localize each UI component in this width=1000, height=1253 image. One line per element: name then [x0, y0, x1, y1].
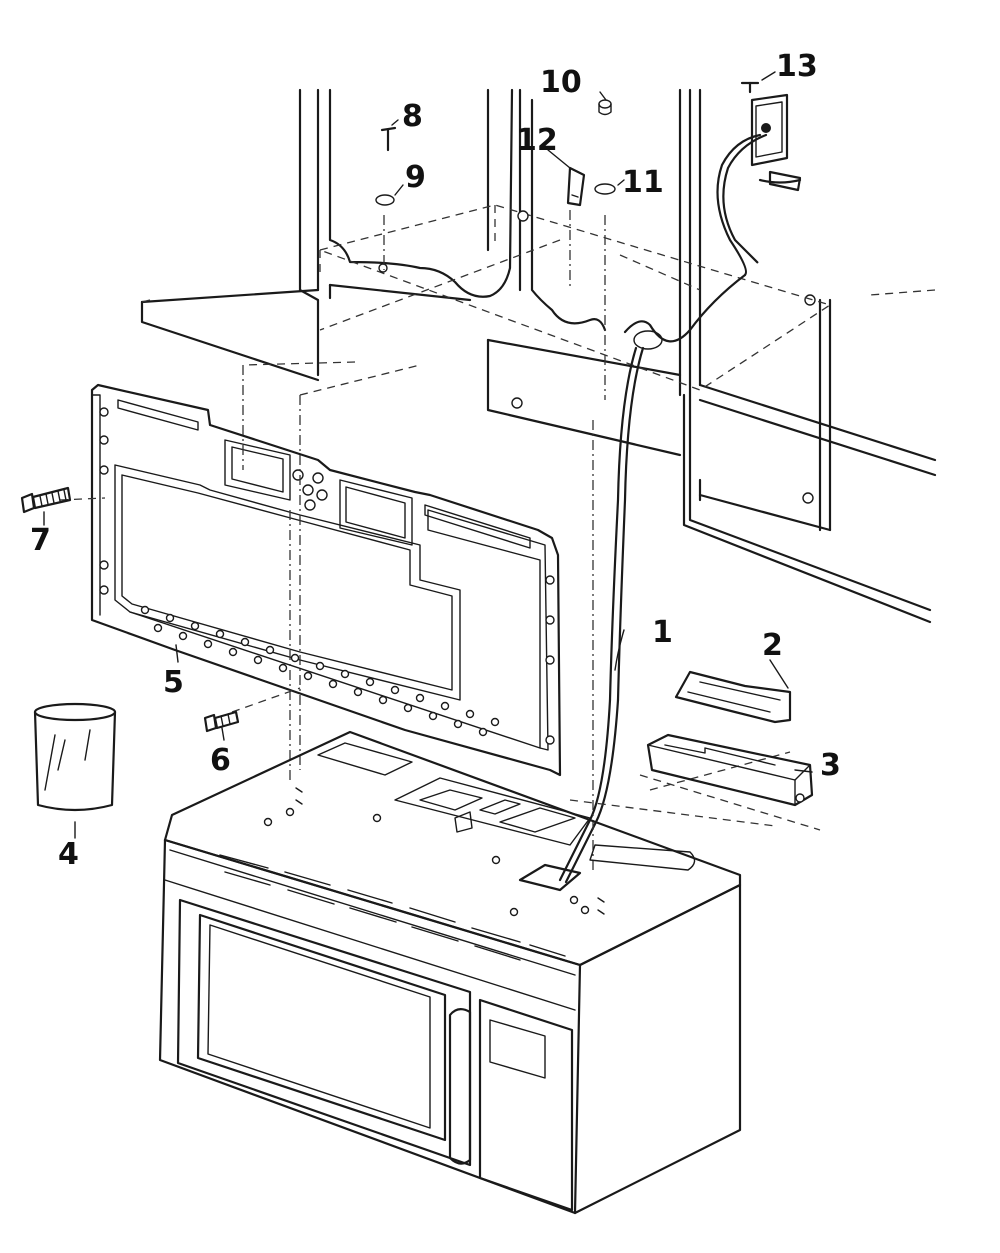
cabinet-bottom-outline: [317, 204, 832, 391]
callout-3: 3: [820, 748, 841, 783]
callout-7: 7: [30, 523, 51, 558]
callout-10: 10: [540, 65, 582, 100]
callout-13: 13: [776, 49, 818, 84]
callout-12: 12: [516, 123, 558, 158]
screw-6: [203, 710, 240, 733]
plate-hole-row: [140, 605, 500, 737]
cup-4: [33, 702, 117, 812]
upper-cabinet-left: [140, 88, 514, 382]
callout-11: 11: [622, 165, 664, 200]
callout-9: 9: [405, 160, 426, 195]
damper-cover-2: [674, 670, 792, 724]
callout-1: 1: [652, 615, 673, 650]
washer-11: [594, 183, 616, 195]
damper-box-3: [646, 733, 814, 807]
upper-cabinet-center: [486, 88, 692, 457]
power-cord: [558, 133, 802, 884]
callout-5: 5: [163, 665, 184, 700]
wall-outlet: [750, 93, 789, 167]
callout-4: 4: [58, 837, 79, 872]
screw-8: [380, 126, 397, 152]
mounting-plate: [90, 383, 562, 777]
callout-8: 8: [402, 99, 423, 134]
callout-labels: 1 2 3 4 5 6 7 8 9 10 11 12 13: [30, 49, 841, 872]
microwave-oven: [158, 730, 742, 1215]
washer-9: [375, 194, 395, 206]
cabinet-edges: [141, 254, 936, 396]
clip-12: [566, 166, 586, 207]
leader-lines: [43, 71, 813, 839]
screw-13: [740, 81, 760, 94]
alignment-lines: [59, 210, 821, 870]
callout-2: 2: [762, 628, 783, 663]
vent-slots: [219, 854, 566, 961]
screw-7: [20, 486, 72, 514]
nut-10: [598, 99, 612, 116]
callout-6: 6: [210, 743, 231, 778]
